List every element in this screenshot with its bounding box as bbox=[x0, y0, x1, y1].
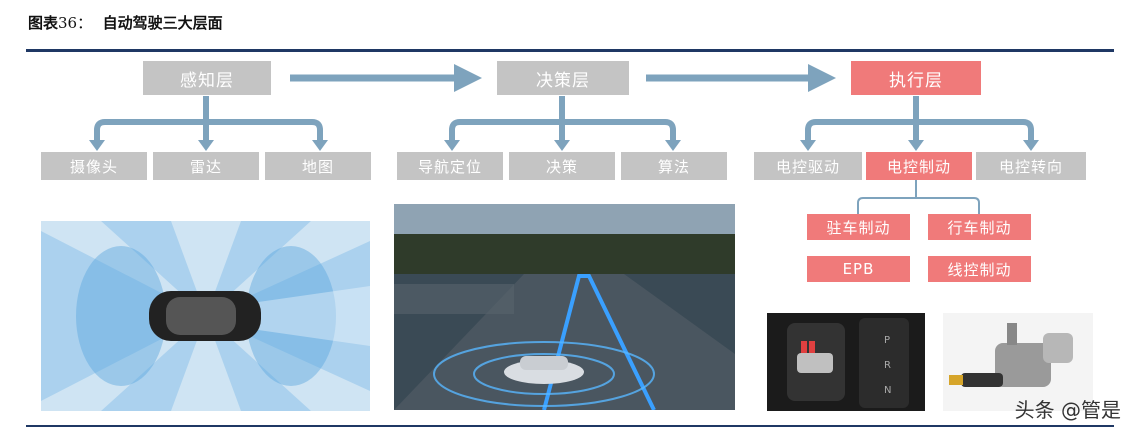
epb-shifter-image: P R N bbox=[767, 313, 925, 411]
svg-text:R: R bbox=[884, 360, 891, 371]
bottom-rule bbox=[26, 425, 1114, 427]
parking-brake-box: 驻车制动 bbox=[807, 214, 910, 240]
electric-drive-box: 电控驱动 bbox=[754, 152, 862, 180]
decision-arrowheads bbox=[444, 140, 681, 151]
figure-caption: 图表36： 自动驾驶三大层面 bbox=[28, 12, 223, 33]
map-box: 地图 bbox=[265, 152, 371, 180]
electric-braking-box: 电控制动 bbox=[866, 152, 972, 180]
execution-branches bbox=[805, 96, 1034, 142]
service-brake-box: 行车制动 bbox=[928, 214, 1031, 240]
decision-box: 决策 bbox=[509, 152, 615, 180]
sensor-coverage-image bbox=[41, 221, 370, 411]
caption-label: 图表 bbox=[28, 14, 59, 32]
caption-number: 36： bbox=[58, 14, 93, 32]
watermark: 头条 @管是 bbox=[1014, 398, 1121, 422]
top-rule bbox=[26, 49, 1114, 52]
decision-branches bbox=[449, 96, 676, 142]
svg-text:P: P bbox=[884, 335, 890, 346]
navigation-positioning-box: 导航定位 bbox=[397, 152, 503, 180]
execution-layer-box: 执行层 bbox=[851, 61, 981, 95]
svg-text:N: N bbox=[884, 385, 891, 396]
perception-layer-box: 感知层 bbox=[143, 61, 271, 95]
algorithm-box: 算法 bbox=[621, 152, 727, 180]
brake-by-wire-box: 线控制动 bbox=[928, 256, 1031, 282]
epb-box: EPB bbox=[807, 256, 910, 282]
radar-box: 雷达 bbox=[153, 152, 259, 180]
perception-arrowheads bbox=[89, 140, 328, 151]
caption-title: 自动驾驶三大层面 bbox=[102, 14, 223, 32]
highway-scene-image bbox=[394, 204, 735, 410]
braking-branches bbox=[857, 178, 980, 214]
perception-branches bbox=[94, 96, 323, 142]
camera-box: 摄像头 bbox=[41, 152, 147, 180]
electric-steering-box: 电控转向 bbox=[976, 152, 1086, 180]
decision-layer-box: 决策层 bbox=[497, 61, 629, 95]
execution-arrowheads bbox=[800, 140, 1039, 151]
brake-actuator-image bbox=[943, 313, 1093, 411]
